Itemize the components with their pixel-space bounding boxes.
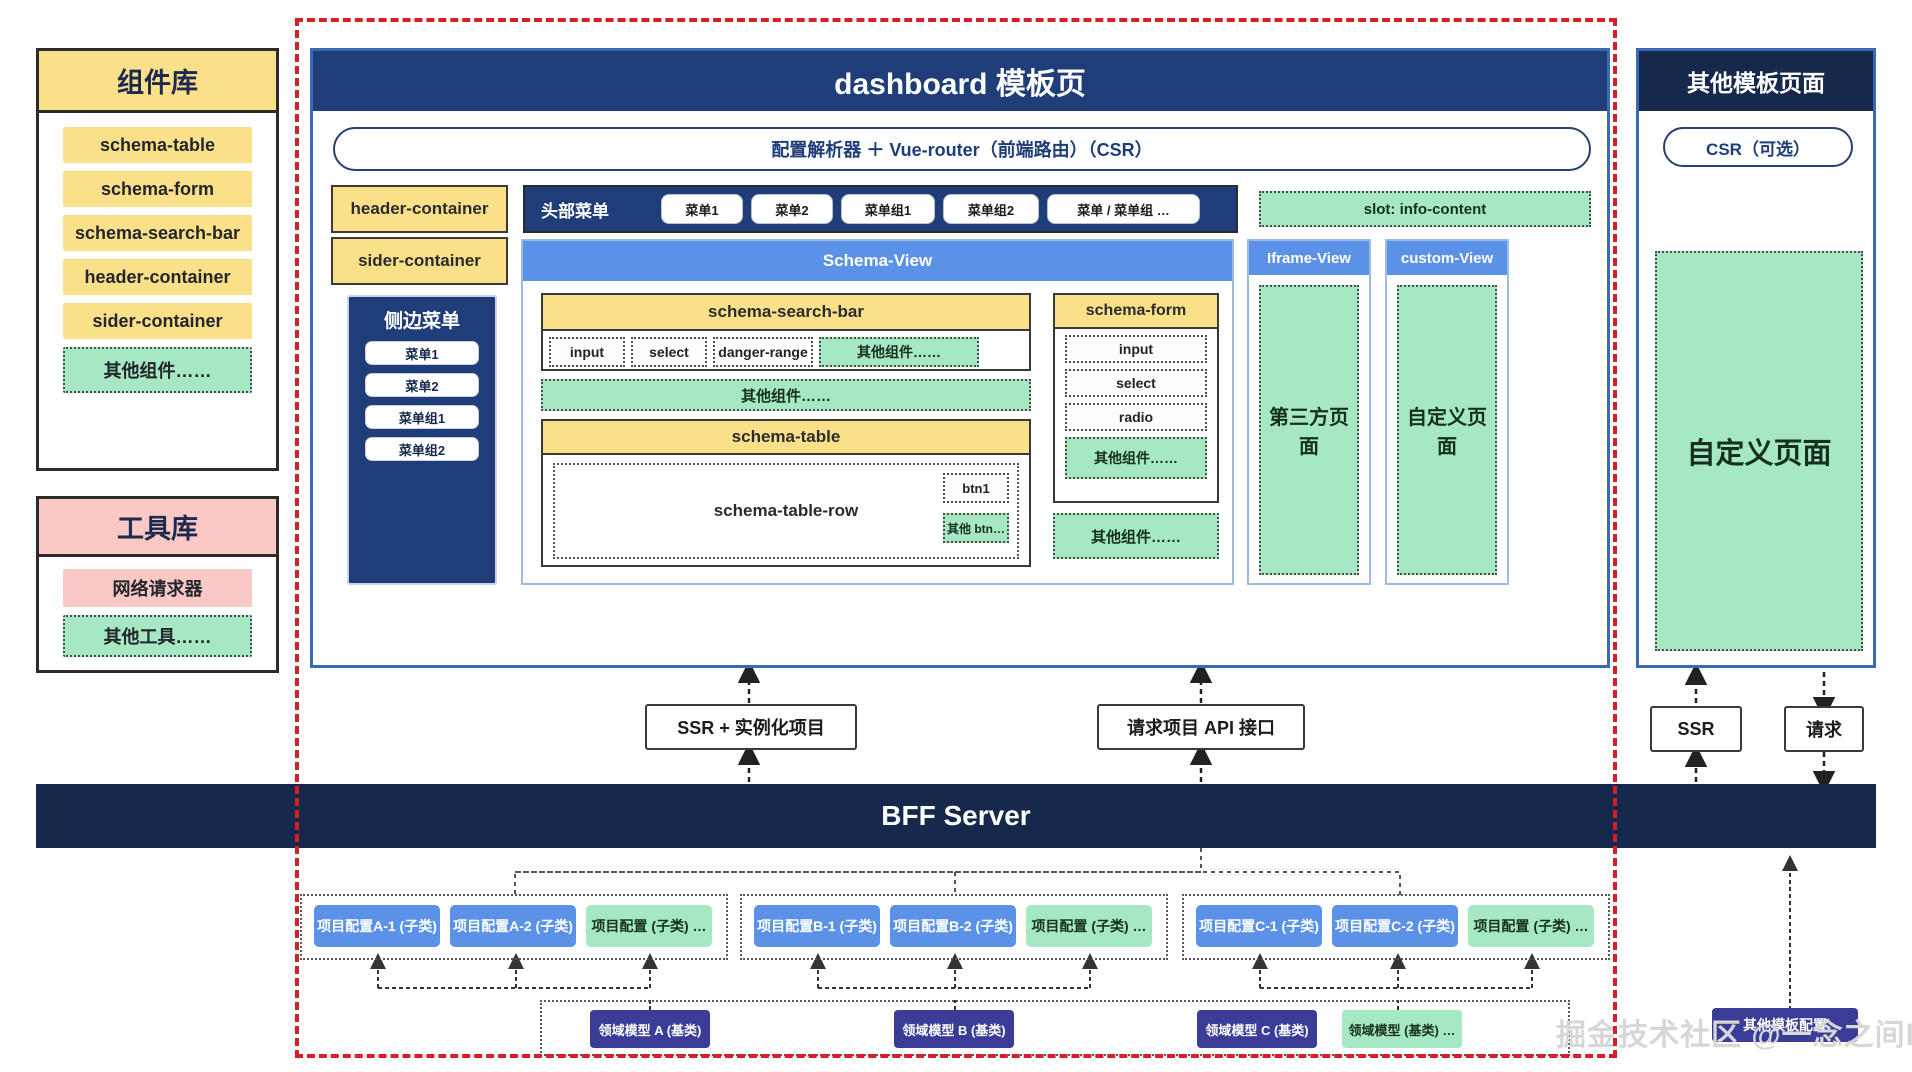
ssr-instance-box: SSR + 实例化项目 bbox=[645, 704, 857, 750]
iframe-view-panel: Iframe-View 第三方页面 bbox=[1247, 239, 1371, 585]
domain-model-other[interactable]: 领域模型 (基类) … bbox=[1342, 1010, 1462, 1048]
schema-form-title: schema-form bbox=[1055, 295, 1217, 329]
tool-library-panel: 工具库 网络请求器 其他工具…… bbox=[36, 496, 279, 673]
project-config-c-other[interactable]: 项目配置 (子类) … bbox=[1468, 905, 1594, 947]
tool-library-title: 工具库 bbox=[39, 499, 276, 557]
side-menu-item-3[interactable]: 菜单组1 bbox=[365, 405, 479, 429]
schema-view-title: Schema-View bbox=[523, 241, 1232, 281]
table-button-btn1[interactable]: btn1 bbox=[943, 473, 1009, 503]
project-config-a-other[interactable]: 项目配置 (子类) … bbox=[586, 905, 712, 947]
table-button-other[interactable]: 其他 btn… bbox=[943, 513, 1009, 543]
custom-view-body: 自定义页面 bbox=[1397, 285, 1497, 575]
library-item-network-requester[interactable]: 网络请求器 bbox=[63, 569, 252, 607]
library-item-header-container[interactable]: header-container bbox=[63, 259, 252, 295]
project-config-group-c: 项目配置C-1 (子类) 项目配置C-2 (子类) 项目配置 (子类) … bbox=[1182, 894, 1610, 960]
header-menu-item-5[interactable]: 菜单 / 菜单组 … bbox=[1047, 194, 1200, 224]
other-template-config-box[interactable]: 其他模板配置 bbox=[1712, 1008, 1858, 1042]
dashboard-panel: dashboard 模板页 配置解析器 ＋ Vue-router（前端路由）（C… bbox=[310, 48, 1610, 668]
project-config-b-other[interactable]: 项目配置 (子类) … bbox=[1026, 905, 1152, 947]
library-item-schema-table[interactable]: schema-table bbox=[63, 127, 252, 163]
form-field-select[interactable]: select bbox=[1065, 369, 1207, 397]
project-config-c2[interactable]: 项目配置C-2 (子类) bbox=[1332, 905, 1458, 947]
form-field-other-components[interactable]: 其他组件…… bbox=[1065, 437, 1207, 479]
header-menu-item-4[interactable]: 菜单组2 bbox=[943, 194, 1039, 224]
header-menu-item-3[interactable]: 菜单组1 bbox=[841, 194, 935, 224]
other-template-csr[interactable]: CSR（可选） bbox=[1663, 127, 1853, 167]
schema-search-bar-title: schema-search-bar bbox=[543, 295, 1029, 331]
library-item-sider-container[interactable]: sider-container bbox=[63, 303, 252, 339]
tool-library-items: 网络请求器 其他工具…… bbox=[39, 557, 276, 669]
domain-model-b[interactable]: 领域模型 B (基类) bbox=[894, 1010, 1014, 1048]
domain-model-c[interactable]: 领域模型 C (基类) bbox=[1197, 1010, 1317, 1048]
project-config-group-a: 项目配置A-1 (子类) 项目配置A-2 (子类) 项目配置 (子类) … bbox=[300, 894, 728, 960]
component-library-title: 组件库 bbox=[39, 51, 276, 113]
custom-view-panel: custom-View 自定义页面 bbox=[1385, 239, 1509, 585]
request-box: 请求 bbox=[1784, 706, 1864, 752]
side-menu-title: 侧边菜单 bbox=[383, 310, 460, 332]
custom-view-title: custom-View bbox=[1387, 241, 1507, 275]
ssr-box: SSR bbox=[1650, 706, 1742, 752]
iframe-view-title: Iframe-View bbox=[1249, 241, 1369, 275]
side-menu-item-2[interactable]: 菜单2 bbox=[365, 373, 479, 397]
header-menu-item-2[interactable]: 菜单2 bbox=[751, 194, 833, 224]
search-field-input[interactable]: input bbox=[549, 337, 625, 367]
search-field-danger-range[interactable]: danger-range bbox=[713, 337, 813, 367]
search-field-other-components[interactable]: 其他组件…… bbox=[819, 337, 979, 367]
domain-model-a[interactable]: 领域模型 A (基类) bbox=[590, 1010, 710, 1048]
schema-view-other-components: 其他组件…… bbox=[541, 379, 1031, 411]
search-field-select[interactable]: select bbox=[631, 337, 707, 367]
schema-form-block: schema-form input select radio 其他组件…… bbox=[1053, 293, 1219, 503]
schema-table-block: schema-table schema-table-row btn1 其他 bt… bbox=[541, 419, 1031, 567]
domain-model-group: 领域模型 A (基类) 领域模型 B (基类) 领域模型 C (基类) 领域模型… bbox=[540, 1000, 1570, 1056]
form-field-radio[interactable]: radio bbox=[1065, 403, 1207, 431]
schema-view-panel: Schema-View schema-search-bar input sele… bbox=[521, 239, 1234, 585]
library-item-other-components[interactable]: 其他组件…… bbox=[63, 347, 252, 393]
other-template-panel: 其他模板页面 CSR（可选） 自定义页面 bbox=[1636, 48, 1876, 668]
sider-container-label: sider-container bbox=[331, 237, 508, 285]
form-field-input[interactable]: input bbox=[1065, 335, 1207, 363]
library-item-schema-form[interactable]: schema-form bbox=[63, 171, 252, 207]
component-library-panel: 组件库 schema-table schema-form schema-sear… bbox=[36, 48, 279, 471]
schema-form-extra-components: 其他组件…… bbox=[1053, 513, 1219, 559]
project-config-a2[interactable]: 项目配置A-2 (子类) bbox=[450, 905, 576, 947]
header-menu-title: 头部菜单 bbox=[541, 201, 609, 221]
watermark: 掘金技术社区 @一念之间lq bbox=[1556, 1019, 1912, 1052]
schema-table-row-label: schema-table-row bbox=[713, 501, 859, 520]
header-menu-item-1[interactable]: 菜单1 bbox=[661, 194, 743, 224]
router-bar[interactable]: 配置解析器 ＋ Vue-router（前端路由）（CSR） bbox=[333, 127, 1591, 171]
header-menu-bar: 头部菜单 菜单1 菜单2 菜单组1 菜单组2 菜单 / 菜单组 … bbox=[523, 185, 1238, 233]
project-config-a1[interactable]: 项目配置A-1 (子类) bbox=[314, 905, 440, 947]
schema-search-bar-block: schema-search-bar input select danger-ra… bbox=[541, 293, 1031, 371]
other-template-title: 其他模板页面 bbox=[1639, 51, 1873, 111]
project-config-c1[interactable]: 项目配置C-1 (子类) bbox=[1196, 905, 1322, 947]
header-container-label: header-container bbox=[331, 185, 508, 233]
side-menu-item-4[interactable]: 菜单组2 bbox=[365, 437, 479, 461]
library-item-other-tools[interactable]: 其他工具…… bbox=[63, 615, 252, 657]
iframe-view-body: 第三方页面 bbox=[1259, 285, 1359, 575]
other-template-body: 自定义页面 bbox=[1655, 251, 1863, 651]
component-library-items: schema-table schema-form schema-search-b… bbox=[39, 113, 276, 403]
info-content-slot: slot: info-content bbox=[1259, 191, 1591, 227]
project-config-b1[interactable]: 项目配置B-1 (子类) bbox=[754, 905, 880, 947]
project-config-b2[interactable]: 项目配置B-2 (子类) bbox=[890, 905, 1016, 947]
library-item-schema-search-bar[interactable]: schema-search-bar bbox=[63, 215, 252, 251]
side-menu-panel: 侧边菜单 菜单1 菜单2 菜单组1 菜单组2 bbox=[347, 295, 497, 585]
side-menu-item-1[interactable]: 菜单1 bbox=[365, 341, 479, 365]
api-request-box: 请求项目 API 接口 bbox=[1097, 704, 1305, 750]
dashboard-title: dashboard 模板页 bbox=[313, 51, 1607, 111]
project-config-group-b: 项目配置B-1 (子类) 项目配置B-2 (子类) 项目配置 (子类) … bbox=[740, 894, 1168, 960]
schema-table-title: schema-table bbox=[543, 421, 1029, 455]
bff-server-bar: BFF Server bbox=[36, 784, 1876, 848]
